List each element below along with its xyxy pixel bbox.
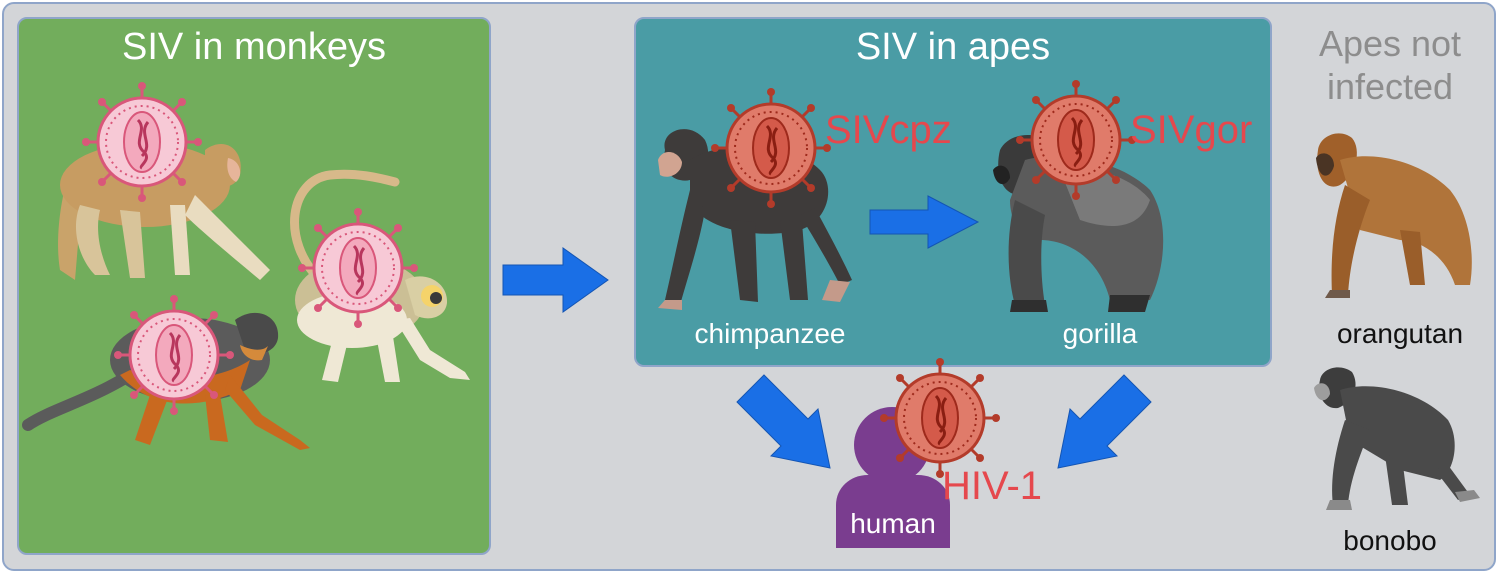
sivcpz-label: SIVcpz xyxy=(825,108,952,152)
gorilla-label: gorilla xyxy=(1062,318,1138,349)
sivgor-label: SIVgor xyxy=(1130,108,1253,152)
virus-icon xyxy=(296,206,420,330)
orangutan-label: orangutan xyxy=(1336,318,1464,349)
virus-icon xyxy=(1014,78,1138,202)
arrow-chimp-to-human xyxy=(736,374,831,469)
hiv1-label: HIV-1 xyxy=(942,464,1043,508)
virus-icon xyxy=(80,80,204,204)
orangutan-figure xyxy=(1316,133,1472,298)
bonobo-label: bonobo xyxy=(1343,525,1437,556)
arrow-gorilla-to-human xyxy=(1057,374,1152,469)
bonobo-figure xyxy=(1314,367,1480,510)
not-infected-title-line1: Apes not xyxy=(1318,23,1462,64)
arrow-to-apes xyxy=(502,247,609,313)
monkeys-title: SIV in monkeys xyxy=(122,26,386,68)
chimpanzee-label: chimpanzee xyxy=(694,318,846,349)
apes-title: SIV in apes xyxy=(855,26,1051,68)
human-label: human xyxy=(850,508,936,539)
not-infected-title-line2: infected xyxy=(1326,66,1454,107)
virus-icon xyxy=(709,86,833,210)
virus-icon xyxy=(112,293,236,417)
arrow-to-gorilla xyxy=(869,195,980,249)
virus-icon xyxy=(878,356,1002,480)
